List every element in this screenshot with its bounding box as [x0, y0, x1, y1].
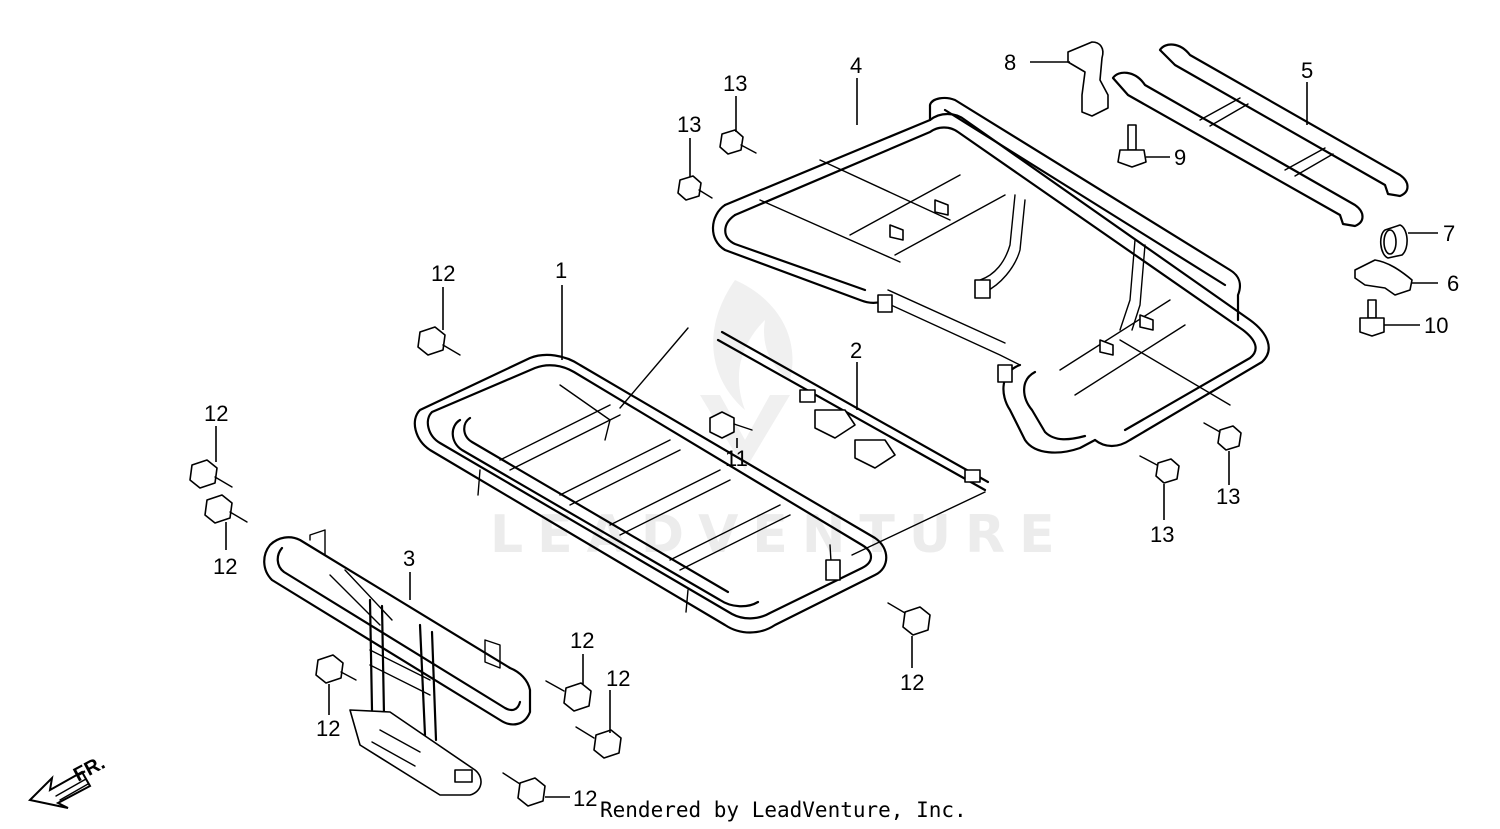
callout-12-left-b: 12	[213, 554, 237, 579]
footer-credit: Rendered by LeadVenture, Inc.	[600, 798, 967, 822]
watermark-text: LEADVENTURE	[490, 505, 1069, 565]
callout-12-bottom-b: 12	[606, 666, 630, 691]
bolt-13-bottom-b	[1203, 422, 1242, 451]
callout-13-bottom-a: 13	[1150, 522, 1174, 547]
collar-part-7	[1379, 224, 1408, 259]
bolts	[189, 129, 1242, 807]
rear-rod	[716, 330, 990, 492]
bracket-part-8	[1067, 41, 1109, 117]
callout-3: 3	[403, 546, 415, 571]
front-direction-indicator: FR.	[27, 752, 109, 809]
callout-2: 2	[850, 338, 862, 363]
callout-4: 4	[850, 53, 862, 78]
rear-carrier-stay	[1111, 43, 1409, 228]
bolt-11	[709, 411, 753, 439]
callout-12-right: 12	[900, 670, 924, 695]
callout-12-left-a: 12	[204, 401, 228, 426]
callout-13-top-a: 13	[723, 71, 747, 96]
front-carrier	[413, 353, 888, 634]
bolt-12-bottom-b	[575, 726, 622, 759]
leader-lines	[215, 61, 1438, 798]
callout-1: 1	[555, 258, 567, 283]
bolt-12-guard	[315, 654, 357, 684]
callout-13-bottom-b: 13	[1216, 484, 1240, 509]
bolt-part-9	[1117, 124, 1147, 168]
rear-carrier	[711, 96, 1270, 454]
callout-11: 11	[725, 446, 748, 471]
bolt-12-left-a	[189, 459, 233, 489]
front-guard	[263, 529, 532, 796]
bolt-12-left-b	[204, 494, 248, 524]
bolt-13-top-b	[677, 175, 713, 201]
bolt-12-top	[417, 326, 461, 356]
plate-part-6	[1354, 259, 1413, 296]
callout-13-top-b: 13	[677, 112, 701, 137]
callout-12-guard: 12	[316, 716, 340, 741]
bolt-part-10	[1359, 299, 1385, 337]
callout-labels: 1 2 3 4 5 6 7 8 9 10 11 12 12 12 12 12 1…	[204, 50, 1459, 811]
bolt-12-bottom-c	[502, 772, 546, 807]
callout-12-bottom-c: 12	[573, 786, 597, 811]
bolt-13-top-a	[719, 129, 757, 155]
callout-8: 8	[1004, 50, 1016, 75]
callout-6: 6	[1447, 271, 1459, 296]
callout-12-bottom-a: 12	[570, 628, 594, 653]
callout-7: 7	[1443, 221, 1455, 246]
bolt-12-right	[887, 602, 931, 636]
callout-9: 9	[1174, 145, 1186, 170]
bolt-12-bottom-a	[545, 680, 592, 712]
bolt-13-bottom-a	[1139, 455, 1180, 484]
callout-10: 10	[1424, 313, 1448, 338]
callout-5: 5	[1301, 58, 1313, 83]
callout-12-top: 12	[431, 261, 455, 286]
